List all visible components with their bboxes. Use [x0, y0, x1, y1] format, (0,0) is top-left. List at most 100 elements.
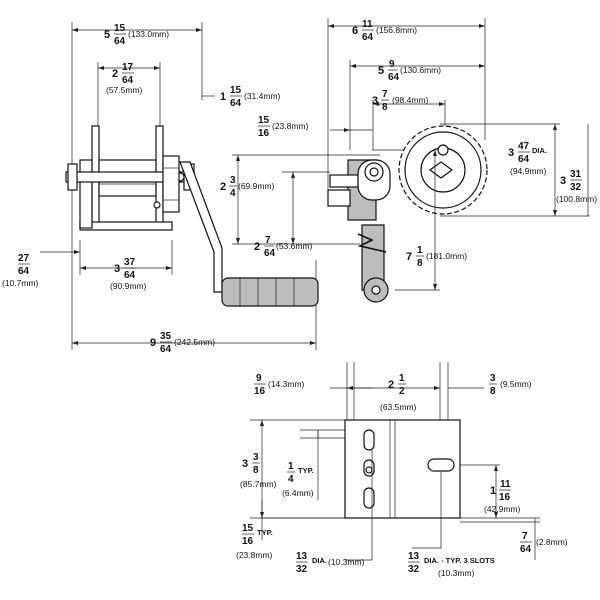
svg-text:(133.0mm): (133.0mm): [128, 29, 169, 39]
svg-text:64: 64: [520, 544, 532, 555]
svg-text:15: 15: [258, 115, 270, 126]
svg-text:16: 16: [499, 492, 511, 503]
dim-label-d16: 9 16 (14.3mm): [254, 373, 305, 397]
dim-label-d21: 1 11 16 (42.9mm): [484, 479, 521, 514]
svg-text:15: 15: [242, 523, 254, 534]
svg-text:(10.7mm): (10.7mm): [2, 278, 39, 288]
svg-text:(10.3mm): (10.3mm): [328, 557, 365, 567]
svg-text:32: 32: [296, 564, 308, 575]
svg-text:(94.9mm): (94.9mm): [510, 166, 547, 176]
svg-text:37: 37: [124, 257, 136, 268]
dim-label-d8: 5 9 64 (130.6mm): [378, 59, 441, 83]
svg-text:DIA.: DIA.: [532, 146, 547, 155]
mount-slot-3: [363, 487, 375, 509]
svg-text:3: 3: [560, 175, 566, 187]
dim-label-d23: 7 64 (2.8mm): [520, 531, 568, 555]
svg-text:32: 32: [408, 564, 420, 575]
dim-label-d3: 1 15 64 (31.4mm): [220, 85, 281, 109]
svg-text:5: 5: [104, 29, 110, 41]
svg-text:(14.3mm): (14.3mm): [268, 379, 305, 389]
svg-text:2: 2: [399, 386, 405, 397]
svg-text:2: 2: [388, 379, 394, 391]
gear-housing: [162, 155, 180, 213]
svg-text:(31.4mm): (31.4mm): [244, 91, 281, 101]
svg-text:64: 64: [230, 98, 242, 109]
svg-text:13: 13: [296, 551, 308, 562]
base-plate: [79, 221, 173, 231]
svg-text:32: 32: [570, 182, 582, 193]
svg-text:DIA. - TYP. 3 SLOTS: DIA. - TYP. 3 SLOTS: [424, 556, 495, 565]
svg-text:(23.8mm): (23.8mm): [236, 550, 273, 560]
svg-text:9: 9: [150, 337, 156, 349]
svg-text:(2.8mm): (2.8mm): [536, 537, 568, 547]
svg-text:47: 47: [518, 141, 530, 152]
svg-text:(98.4mm): (98.4mm): [392, 95, 429, 105]
svg-text:31: 31: [570, 169, 582, 180]
svg-text:(57.5mm): (57.5mm): [106, 85, 143, 95]
svg-text:4: 4: [288, 474, 294, 485]
base-plate-view: [250, 362, 540, 561]
dim-label-d12: 3 31 32 (100.8mm): [556, 169, 597, 204]
svg-text:1: 1: [288, 461, 294, 472]
svg-text:8: 8: [253, 465, 259, 476]
dim-label-d9: 3 7 8 (98.4mm): [372, 89, 429, 113]
svg-text:9: 9: [389, 59, 395, 70]
dimension-labels: 5 15 64 (133.0mm) 2 17 64 (57.5mm) 1 15 …: [2, 19, 597, 578]
front-view: [40, 22, 319, 350]
svg-text:(156.8mm): (156.8mm): [376, 25, 417, 35]
dim-label-d1: 5 15 64 (133.0mm): [104, 23, 169, 47]
svg-text:1: 1: [490, 485, 496, 497]
svg-text:13: 13: [408, 551, 420, 562]
svg-text:TYP.: TYP.: [257, 528, 273, 537]
svg-text:64: 64: [264, 248, 276, 259]
mount-slot-4: [427, 458, 455, 472]
svg-text:11: 11: [362, 19, 373, 30]
svg-text:2: 2: [254, 241, 260, 253]
svg-text:(10.3mm): (10.3mm): [438, 568, 475, 578]
svg-text:7: 7: [522, 531, 528, 542]
svg-text:(85.7mm): (85.7mm): [240, 479, 277, 489]
svg-text:17: 17: [122, 62, 134, 73]
crank-handle: [221, 277, 319, 307]
svg-text:2: 2: [112, 68, 118, 80]
dim-label-d20: 1 4 TYP. (6.4mm): [282, 461, 314, 498]
svg-text:16: 16: [242, 536, 254, 547]
svg-text:35: 35: [160, 331, 172, 342]
svg-text:3: 3: [114, 263, 120, 275]
svg-text:1: 1: [399, 373, 405, 384]
svg-text:(23.8mm): (23.8mm): [272, 121, 309, 131]
svg-text:(242.5mm): (242.5mm): [174, 337, 215, 347]
svg-text:(9.5mm): (9.5mm): [500, 379, 532, 389]
svg-text:11: 11: [500, 479, 511, 490]
dim-label-d14: 2 7 64 (53.6mm): [254, 235, 313, 259]
svg-text:9: 9: [256, 373, 262, 384]
svg-text:DIA.: DIA.: [312, 556, 327, 565]
svg-text:64: 64: [160, 344, 172, 355]
dim-label-d7: 6 11 64 (156.8mm): [352, 19, 417, 43]
svg-text:7: 7: [382, 89, 388, 100]
dim-label-d4: 27 64 (10.7mm): [2, 253, 39, 288]
svg-text:1: 1: [220, 91, 226, 103]
dim-label-d5: 3 37 64 (90.9mm): [110, 257, 147, 291]
dim-label-d11: 3 47 64 DIA. (94.9mm): [508, 141, 547, 176]
svg-text:6: 6: [352, 25, 358, 37]
svg-text:(130.6mm): (130.6mm): [400, 65, 441, 75]
dim-label-d2: 2 17 64 (57.5mm): [106, 62, 143, 95]
svg-text:3: 3: [253, 452, 259, 463]
mount-slot-1: [363, 429, 375, 451]
svg-text:2: 2: [220, 181, 226, 193]
svg-text:27: 27: [18, 253, 30, 264]
svg-text:8: 8: [417, 258, 423, 269]
svg-text:3: 3: [230, 175, 236, 186]
svg-text:3: 3: [372, 95, 378, 107]
svg-text:64: 64: [518, 154, 530, 165]
svg-text:64: 64: [388, 72, 400, 83]
dim-label-d13: 2 3 4 (69.9mm): [220, 175, 275, 199]
svg-text:7: 7: [265, 235, 271, 246]
svg-text:5: 5: [378, 65, 384, 77]
dim-label-d24: 13 32 DIA. (10.3mm): [296, 551, 365, 575]
svg-text:(63.5mm): (63.5mm): [380, 402, 417, 412]
svg-text:3: 3: [508, 147, 514, 159]
svg-text:64: 64: [362, 32, 374, 43]
